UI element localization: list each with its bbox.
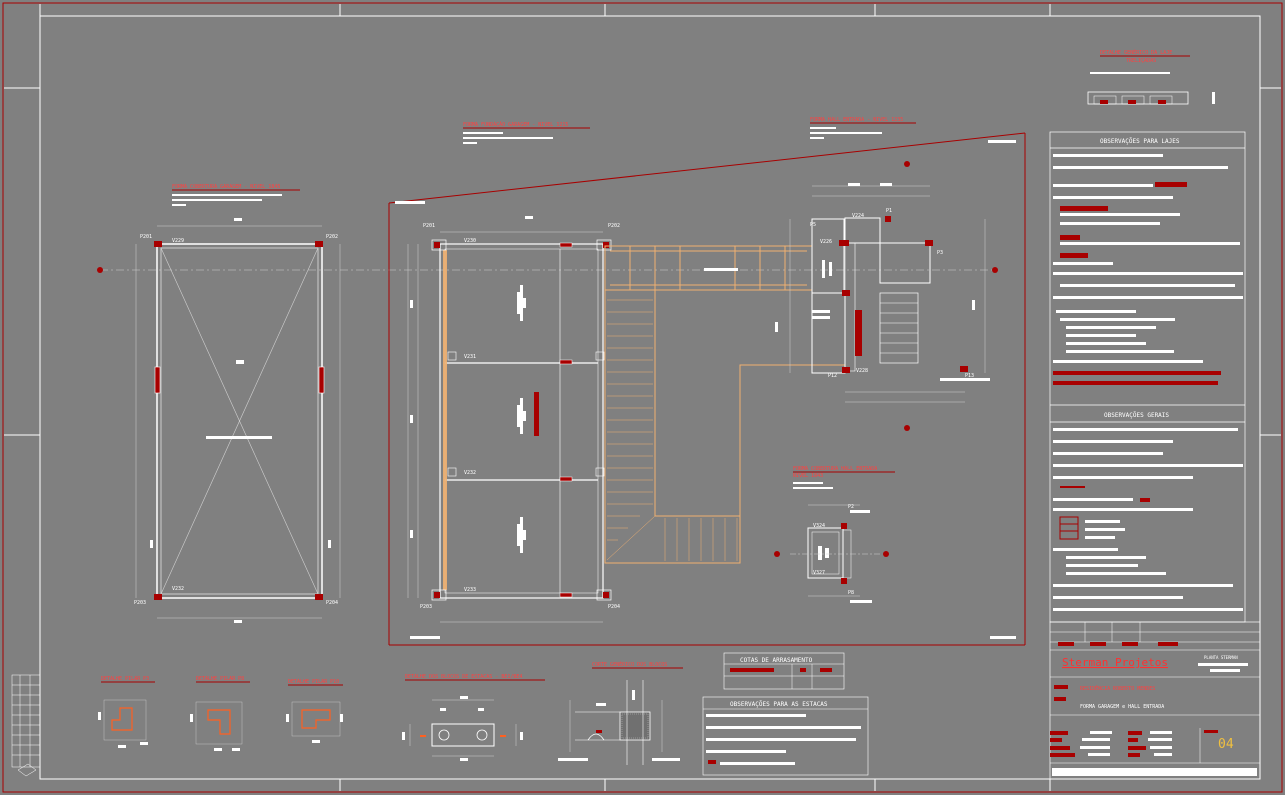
label-v224: V224 <box>852 213 864 219</box>
label-hp12: P12 <box>828 373 837 379</box>
foundation-garage-plan: FORMA FUNDAÇÃO GARAGEM - NIVEL 1215 <box>407 121 620 623</box>
title-hall: FORMA HALL ENTRADA - NIVEL 1235 <box>810 117 903 123</box>
border-ticks <box>4 4 1281 791</box>
label-v228: V228 <box>856 368 868 374</box>
ramp-hatch <box>606 299 738 561</box>
label-v229: V229 <box>172 238 184 244</box>
title-slab-detail: DETALHE GENÉRICO DA LAJE <box>1100 48 1172 56</box>
label-v232f: V232 <box>464 470 476 476</box>
pillar-details: DETALHE PILAR P3 DETALHE PILAR P8 DETALH… <box>98 676 343 751</box>
generic-section: CORTE GENÉRICO DOS BLOCOS <box>558 660 683 765</box>
label-fp201: P201 <box>423 223 435 229</box>
label-hp13: P13 <box>965 373 974 379</box>
label-hc-p8: P8 <box>848 590 854 596</box>
slab-detail: DETALHE GENÉRICO DA LAJE TRELIÇADAS <box>1087 48 1215 105</box>
plan-label: PLANTA STERMAN <box>1204 655 1238 660</box>
hall-entrance-plan: FORMA HALL ENTRADA - NIVEL 1235 P1 P5 P3… <box>775 117 990 403</box>
title-garage-cover: FORMA COBERTURA GARAGEM - NIVEL 1845 <box>172 184 280 190</box>
label-fp204: P204 <box>608 604 620 610</box>
title-pile-blocks: DETALHE DOS BLOCOS DE ESTACAS - BE1/BE4 <box>405 674 522 680</box>
label-hp3: P3 <box>937 250 943 256</box>
label-hc-p2: P2 <box>848 504 854 510</box>
title-hall-cover: FORMA COBERTURA HALL ENTRADA <box>793 466 877 472</box>
hall-cover-plan: FORMA COBERTURA HALL ENTRADA NIVEL 1843 … <box>790 466 895 603</box>
label-hp1: P1 <box>886 208 892 214</box>
label-hc-v324: V324 <box>813 523 825 529</box>
revision-table <box>11 674 41 777</box>
title-pillar-p3: DETALHE PILAR P3 <box>101 676 149 682</box>
panel-leveling: COTAS DE ARRASAMENTO <box>740 657 813 664</box>
company-name: Sterman Projetos <box>1062 656 1168 669</box>
label-p201: P201 <box>140 234 152 240</box>
label-p204: P204 <box>326 600 338 606</box>
title-generic-section: CORTE GENÉRICO DOS BLOCOS <box>592 660 667 668</box>
inner-border <box>39 15 1261 780</box>
pile-block-detail: DETALHE DOS BLOCOS DE ESTACAS - BE1/BE4 <box>402 674 545 761</box>
label-v232: V232 <box>172 586 184 592</box>
notes-panel: OBSERVAÇÕES PARA LAJES OBSERVAÇÕES GERAI… <box>1049 131 1246 623</box>
hall-beams-outline <box>604 245 845 564</box>
section-markers <box>97 161 998 557</box>
residence-name: RESIDÊNCIA ROBERTO MENDES <box>1080 684 1155 692</box>
label-v231: V231 <box>464 354 476 360</box>
title-slab-detail-2: TRELIÇADAS <box>1126 58 1156 64</box>
title-foundation: FORMA FUNDAÇÃO GARAGEM - NIVEL 1215 <box>463 121 568 128</box>
leveling-table: COTAS DE ARRASAMENTO <box>723 652 845 690</box>
label-p203: P203 <box>134 600 146 606</box>
title-hall-cover-level: NIVEL 1843 <box>793 473 823 479</box>
title-pillar-p10: DETALHE PILAR P10 <box>288 679 339 685</box>
title-block: Sterman Projetos PLANTA STERMAN RESIDÊNC… <box>1049 621 1261 780</box>
garage-cover-plan: FORMA COBERTURA GARAGEM - NIVEL 1845 P20… <box>134 184 341 623</box>
panel-piles-notes: OBSERVAÇÕES PARA AS ESTACAS <box>730 701 828 708</box>
label-fp202: P202 <box>608 223 620 229</box>
label-v230: V230 <box>464 238 476 244</box>
panel-slabs-notes: OBSERVAÇÕES PARA LAJES <box>1100 138 1180 145</box>
label-hp5: P5 <box>810 222 816 228</box>
drawing-name: FORMA GARAGEM e HALL ENTRADA <box>1080 704 1164 710</box>
foundation-plan-frame <box>388 132 1026 646</box>
panel-general-notes: OBSERVAÇÕES GERAIS <box>1104 412 1169 419</box>
label-hc-v327: V327 <box>813 570 825 576</box>
title-pillar-p8: DETALHE PILAR P8 <box>196 676 244 682</box>
label-fp203: P203 <box>420 604 432 610</box>
label-v226: V226 <box>820 239 832 245</box>
label-p202: P202 <box>326 234 338 240</box>
label-v233: V233 <box>464 587 476 593</box>
piles-notes: OBSERVAÇÕES PARA AS ESTACAS <box>702 696 869 776</box>
sheet-number: 04 <box>1218 737 1234 752</box>
